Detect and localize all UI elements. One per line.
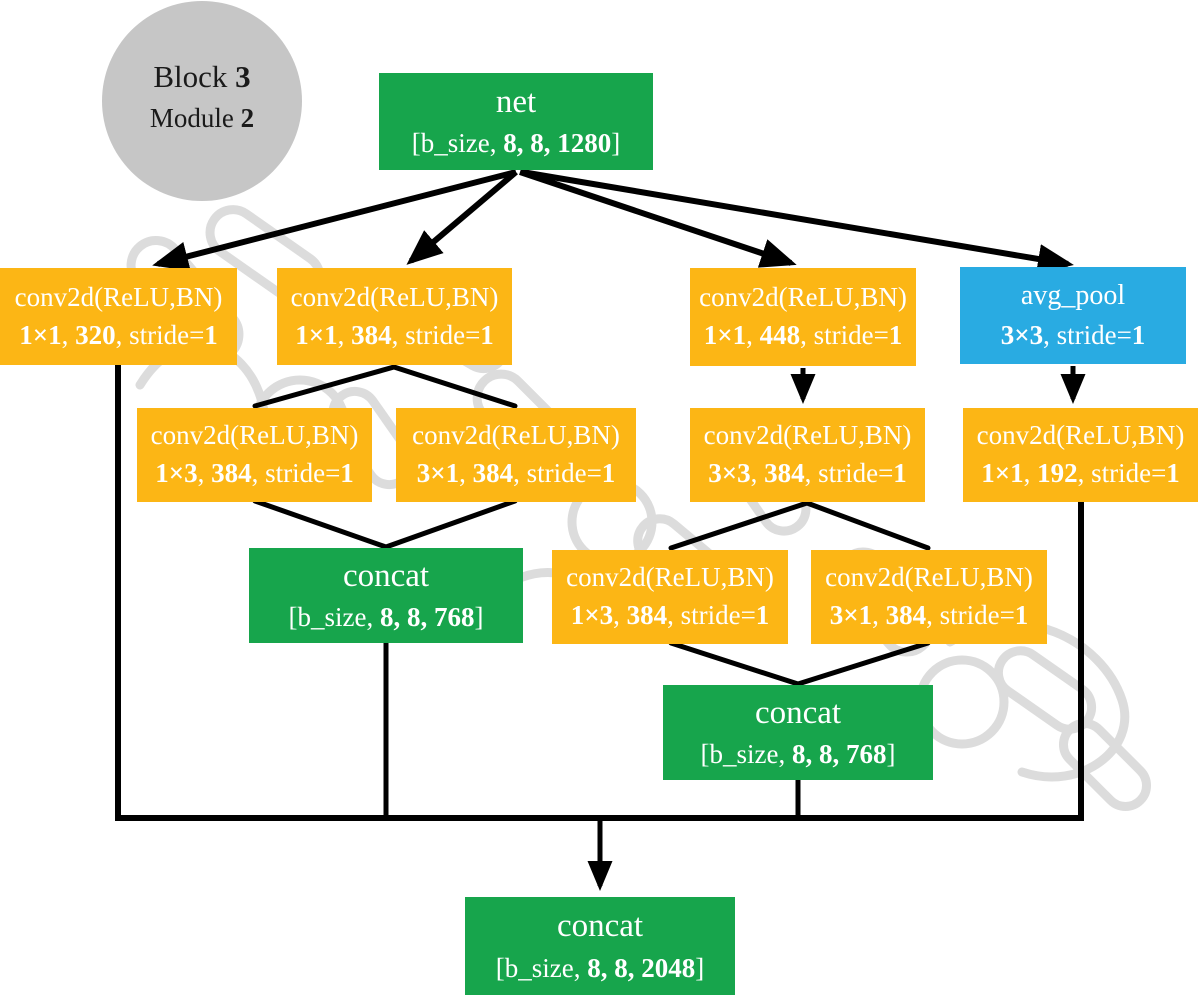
node-conv-1x1-448: conv2d(ReLU,BN) 1×1, 448, stride=1	[690, 268, 916, 366]
node-net-title: net	[495, 84, 537, 120]
node-concat-final: concat [b_size, 8, 8, 2048]	[465, 897, 735, 995]
node-concat-mid-dims: [b_size, 8, 8, 768]	[700, 738, 896, 769]
edge-net-to-conv384	[406, 169, 518, 265]
node-concat-left-title: concat	[342, 558, 430, 595]
node-conv-1x1-448-params: 1×1, 448, stride=1	[703, 320, 903, 350]
node-concat-left: concat [b_size, 8, 8, 768]	[249, 548, 523, 643]
edge-merge-to-concat-mid	[668, 640, 931, 687]
node-conv-1x1-192: conv2d(ReLU,BN) 1×1, 192, stride=1	[963, 408, 1198, 502]
node-concat-final-title: concat	[556, 908, 644, 945]
node-conv-3x1-384-b-name: conv2d(ReLU,BN)	[825, 562, 1033, 593]
badge-module-label: Module 2	[149, 103, 255, 134]
node-conv-1x1-384: conv2d(ReLU,BN) 1×1, 384, stride=1	[277, 268, 512, 365]
node-avg-pool-title: avg_pool	[1020, 279, 1126, 311]
node-conv-3x3-384: conv2d(ReLU,BN) 3×3, 384, stride=1	[690, 408, 925, 502]
node-conv-1x1-320-params: 1×1, 320, stride=1	[19, 319, 218, 350]
node-conv-3x1-384-a: conv2d(ReLU,BN) 3×1, 384, stride=1	[396, 408, 636, 502]
node-conv-1x1-384-name: conv2d(ReLU,BN)	[290, 281, 499, 312]
edge-conv3x3-split	[668, 500, 931, 551]
badge-block-label: Block 3	[153, 59, 251, 95]
node-conv-3x1-384-a-name: conv2d(ReLU,BN)	[412, 420, 620, 451]
node-conv-3x1-384-b: conv2d(ReLU,BN) 3×1, 384, stride=1	[811, 550, 1047, 644]
node-concat-mid-title: concat	[754, 695, 842, 732]
node-conv-1x3-384-a: conv2d(ReLU,BN) 1×3, 384, stride=1	[137, 408, 372, 502]
edge-merge-to-concat-left	[252, 498, 518, 550]
node-conv-3x3-384-name: conv2d(ReLU,BN)	[703, 420, 912, 451]
edge-merge-bus	[115, 365, 1084, 821]
node-avg-pool: avg_pool 3×3, stride=1	[960, 267, 1186, 364]
node-concat-left-dims: [b_size, 8, 8, 768]	[288, 601, 484, 632]
node-avg-pool-params: 3×3, stride=1	[1000, 320, 1146, 351]
node-conv-1x3-384-b-name: conv2d(ReLU,BN)	[566, 562, 774, 593]
edge-net-to-conv448	[519, 169, 797, 268]
node-conv-1x3-384-b-params: 1×3, 384, stride=1	[570, 600, 770, 630]
node-conv-1x1-320-name: conv2d(ReLU,BN)	[14, 281, 223, 312]
node-net: net [b_size, 8, 8, 1280]	[379, 73, 653, 170]
node-conv-1x3-384-a-name: conv2d(ReLU,BN)	[150, 420, 359, 451]
node-conv-1x3-384-a-params: 1×3, 384, stride=1	[155, 458, 354, 488]
node-net-dims: [b_size, 8, 8, 1280]	[411, 128, 621, 158]
node-conv-1x3-384-b: conv2d(ReLU,BN) 1×3, 384, stride=1	[552, 550, 788, 644]
node-conv-1x1-384-params: 1×1, 384, stride=1	[295, 319, 494, 350]
node-conv-1x1-320: conv2d(ReLU,BN) 1×1, 320, stride=1	[0, 268, 237, 365]
node-concat-final-dims: [b_size, 8, 8, 2048]	[495, 952, 705, 983]
node-conv-3x1-384-b-params: 3×1, 384, stride=1	[829, 600, 1029, 630]
edge-conv384-split	[252, 364, 518, 409]
node-conv-3x1-384-a-params: 3×1, 384, stride=1	[416, 458, 616, 488]
edge-net-to-conv320	[152, 169, 517, 272]
node-conv-1x1-192-params: 1×1, 192, stride=1	[981, 458, 1180, 488]
edge-net-to-avgpool	[521, 169, 1074, 274]
node-conv-1x1-448-name: conv2d(ReLU,BN)	[699, 282, 907, 313]
block-module-badge: Block 3 Module 2	[102, 1, 302, 201]
node-concat-mid: concat [b_size, 8, 8, 768]	[663, 685, 933, 780]
node-conv-1x1-192-name: conv2d(ReLU,BN)	[976, 420, 1185, 451]
node-conv-3x3-384-params: 3×3, 384, stride=1	[708, 458, 907, 488]
